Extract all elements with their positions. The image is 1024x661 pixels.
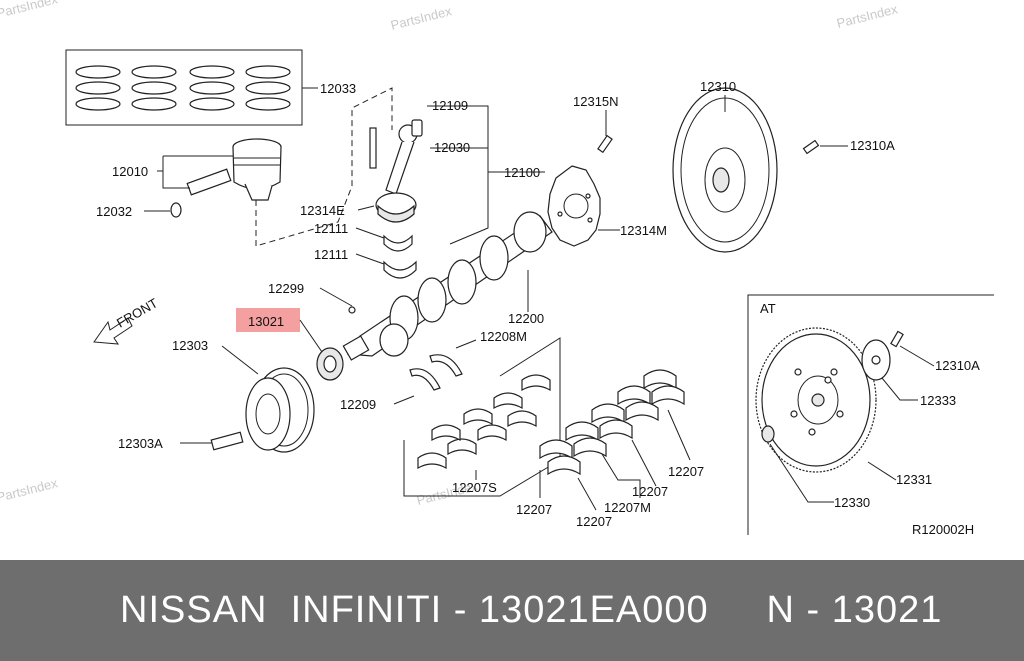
callout-12207: 12207 bbox=[576, 514, 612, 529]
callout-12333: 12333 bbox=[920, 393, 956, 408]
callout-12331: 12331 bbox=[896, 472, 932, 487]
drive-plate-spacer bbox=[547, 165, 601, 247]
thrust-washers bbox=[409, 354, 463, 391]
callout-12207: 12207 bbox=[668, 464, 704, 479]
callout-12315N: 12315N bbox=[573, 94, 619, 109]
highlight-13021 bbox=[236, 308, 300, 332]
rod-bearing-lower bbox=[383, 260, 417, 279]
at-section: AT bbox=[747, 294, 994, 535]
piston-pin bbox=[186, 168, 232, 196]
callout-12109: 12109 bbox=[432, 98, 468, 113]
callout-12207M: 12207M bbox=[604, 500, 651, 515]
piston-ring-set bbox=[65, 49, 303, 126]
callout-12303: 12303 bbox=[172, 338, 208, 353]
callout-12299: 12299 bbox=[268, 281, 304, 296]
footer-title: NISSAN INFINITI - 13021EA000 N - 13021 bbox=[0, 589, 942, 632]
callout-12314M: 12314M bbox=[620, 223, 667, 238]
footer-brand: NISSAN INFINITI bbox=[120, 589, 443, 631]
callout-12310A: 12310A bbox=[850, 138, 895, 153]
rod-bolt bbox=[369, 127, 377, 169]
callout-13021: 13021 bbox=[248, 314, 284, 329]
callout-12208M: 12208M bbox=[480, 329, 527, 344]
main-bearings bbox=[539, 369, 685, 476]
watermark: PartsIndex bbox=[0, 0, 60, 21]
callout-12111: 12111 bbox=[314, 247, 348, 262]
piston bbox=[232, 138, 282, 201]
drive-plate-at bbox=[755, 327, 877, 473]
callout-12111: 12111 bbox=[314, 221, 348, 236]
footer-part-number: 13021EA000 bbox=[478, 589, 709, 631]
callout-12314E: 12314E bbox=[300, 203, 345, 218]
flywheel bbox=[672, 87, 778, 253]
callout-12010: 12010 bbox=[112, 164, 148, 179]
callout-12207: 12207 bbox=[516, 502, 552, 517]
pilot-converter-at bbox=[761, 425, 775, 443]
watermark: PartsIndex bbox=[0, 475, 60, 505]
bolt-12315N bbox=[597, 134, 613, 154]
callout-12310: 12310 bbox=[700, 79, 736, 94]
pulley-bolt bbox=[210, 431, 244, 451]
crank-pulley bbox=[245, 367, 315, 453]
snap-ring bbox=[170, 202, 182, 218]
footer-suffix: N - 13021 bbox=[708, 589, 943, 631]
parts-diagram: PartsIndex PartsIndex PartsIndex PartsIn… bbox=[0, 0, 994, 537]
bearing-shell-row bbox=[417, 374, 551, 470]
diagram-code: R120002H bbox=[912, 522, 974, 537]
reinforcement-plate-at bbox=[861, 339, 891, 381]
connecting-rod bbox=[375, 124, 418, 223]
footer-separator: - bbox=[442, 589, 479, 631]
callout-12030: 12030 bbox=[434, 140, 470, 155]
watermark: PartsIndex bbox=[835, 1, 899, 31]
watermark: PartsIndex bbox=[389, 3, 453, 33]
callout-12100: 12100 bbox=[504, 165, 540, 180]
direction-label: FRONT bbox=[114, 295, 160, 330]
callout-12310A: 12310A bbox=[935, 358, 980, 373]
at-label: AT bbox=[760, 301, 776, 316]
main-bearing-set bbox=[403, 337, 561, 497]
rod-bushing bbox=[411, 119, 423, 137]
callout-12209: 12209 bbox=[340, 397, 376, 412]
pilot-bushing-12299 bbox=[348, 306, 356, 314]
callout-12330: 12330 bbox=[834, 495, 870, 510]
callout-12032: 12032 bbox=[96, 204, 132, 219]
ring-group bbox=[75, 65, 291, 111]
callout-12207: 12207 bbox=[632, 484, 668, 499]
callout-12033: 12033 bbox=[320, 81, 356, 96]
crankshaft-sprocket bbox=[316, 347, 344, 381]
callout-12303A: 12303A bbox=[118, 436, 163, 451]
crankshaft bbox=[342, 211, 553, 361]
bolt-at bbox=[890, 330, 904, 348]
callout-12207S: 12207S bbox=[452, 480, 497, 495]
bolt-12310A bbox=[802, 139, 820, 155]
front-arrow-icon bbox=[93, 317, 133, 345]
rod-bearing-upper bbox=[383, 234, 413, 252]
footer-banner: NISSAN INFINITI - 13021EA000 N - 13021 bbox=[0, 560, 1024, 661]
callout-12200: 12200 bbox=[508, 311, 544, 326]
